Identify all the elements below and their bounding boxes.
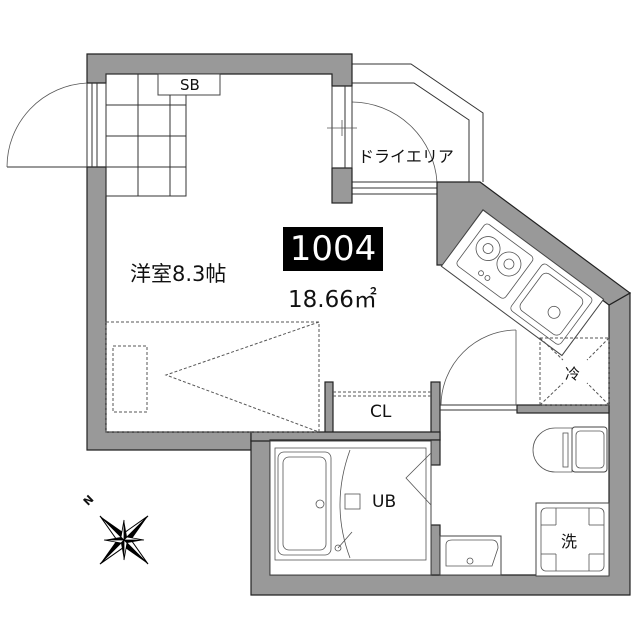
unit-bath-label: UB: [372, 492, 397, 512]
washer-space: [535, 502, 610, 577]
entry-door: [6, 82, 98, 168]
stove-burner-icon: [475, 236, 522, 281]
toilet-icon: [532, 426, 608, 473]
bed-outline: [105, 321, 320, 433]
dry-area-label: ドライエリア: [358, 147, 454, 166]
closet-rail: [333, 391, 431, 397]
compass-rose-icon: [99, 515, 149, 565]
western-room-label: 洋室8.3帖: [130, 262, 227, 286]
washer-label: 洗: [561, 532, 578, 551]
shoe-box-label: SB: [180, 76, 200, 94]
unit-bath: [269, 440, 432, 576]
entry-tiles: [105, 73, 221, 197]
dry-area-outline: [351, 63, 484, 195]
unit-number-badge: 1004: [283, 227, 383, 271]
unit-area: 18.66㎡: [288, 287, 377, 313]
closet-label: CL: [370, 402, 392, 422]
fridge-space: [539, 337, 610, 406]
washbasin-icon: [439, 535, 502, 576]
bathroom-door: [440, 329, 517, 411]
sink-icon: [510, 263, 593, 345]
fridge-label: 冷: [565, 365, 581, 383]
kitchen-counter: [440, 209, 605, 357]
window: [327, 86, 357, 168]
